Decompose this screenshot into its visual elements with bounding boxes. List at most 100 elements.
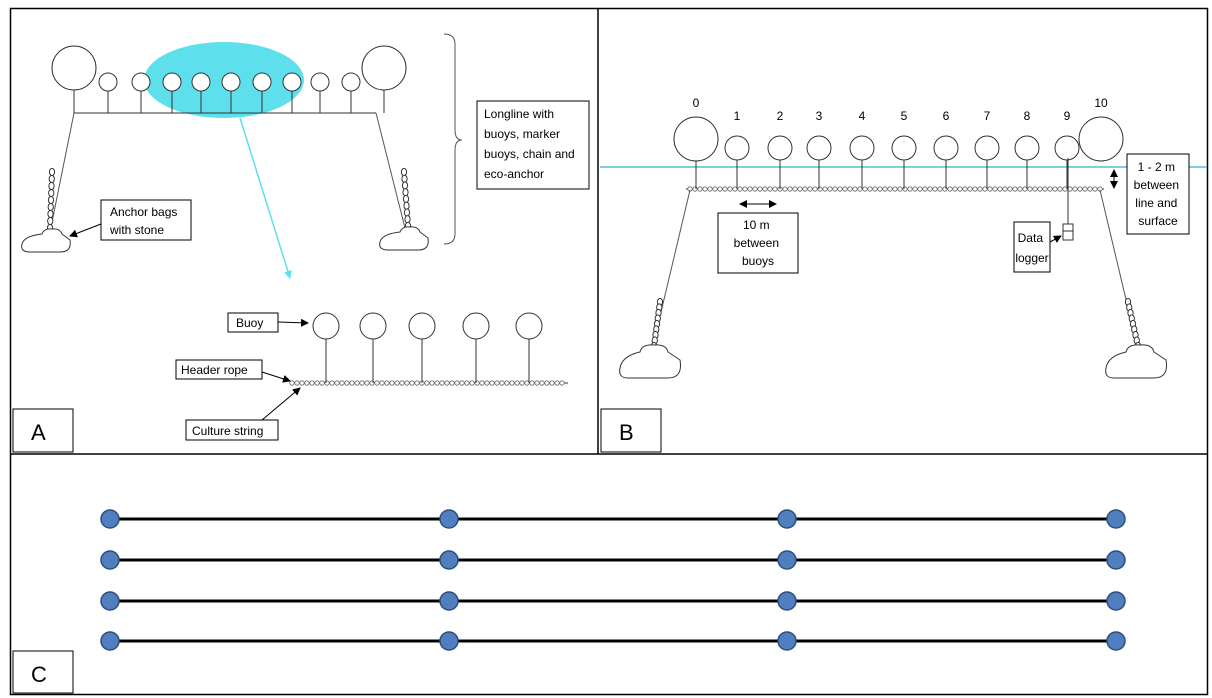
culture-bead <box>842 186 848 192</box>
buoy <box>341 72 361 92</box>
culture-bead <box>917 186 923 192</box>
panel-a: Longline with buoys, marker buoys, chain… <box>12 33 590 453</box>
culture-bead <box>872 186 878 192</box>
culture-bead <box>902 186 908 192</box>
anchor-bag-left <box>21 228 71 253</box>
culture-bead <box>892 186 898 192</box>
culture-bead <box>399 380 405 386</box>
culture-bead <box>787 186 793 192</box>
culture-bead <box>544 380 550 386</box>
chain-link <box>48 167 56 177</box>
culture-bead <box>1012 186 1018 192</box>
culture-bead <box>309 380 315 386</box>
panel-b-anchors <box>619 344 1167 379</box>
culture-bead <box>559 380 565 386</box>
marker-buoy <box>1078 116 1124 162</box>
buoy <box>724 135 750 161</box>
culture-bead <box>852 186 858 192</box>
depth-label-box <box>1126 153 1190 235</box>
culture-bead <box>314 380 320 386</box>
culture-bead <box>862 186 868 192</box>
culture-bead <box>947 186 953 192</box>
culture-bead <box>404 380 410 386</box>
culture-bead <box>554 380 560 386</box>
longline-label-box <box>476 100 590 190</box>
culture-bead <box>494 380 500 386</box>
spacing-label: 10 m between buoys <box>734 218 783 268</box>
buoy <box>252 72 272 92</box>
culture-bead <box>742 186 748 192</box>
buoy <box>1014 135 1040 161</box>
detail-culture-beads <box>289 380 565 386</box>
buoy <box>408 312 436 340</box>
chain-link <box>401 174 408 183</box>
culture-bead <box>927 186 933 192</box>
culture-bead <box>722 186 728 192</box>
culture-bead <box>1037 186 1043 192</box>
buoy <box>162 72 182 92</box>
culture-bead <box>459 380 465 386</box>
culture-bead <box>334 380 340 386</box>
culture-bead <box>364 380 370 386</box>
chain-link <box>48 188 55 198</box>
culture-bead <box>772 186 778 192</box>
culture-bead <box>957 186 963 192</box>
anchor-bag-b-left <box>619 344 681 379</box>
culture-bead <box>509 380 515 386</box>
panel-b-buoys <box>673 116 1124 189</box>
culture-bead <box>967 186 973 192</box>
culture-bead <box>912 186 918 192</box>
culture-bead <box>757 186 763 192</box>
culture-bead <box>812 186 818 192</box>
buoy-number: 2 <box>777 109 784 123</box>
culture-string-arrow <box>261 387 301 421</box>
culture-bead <box>1017 186 1023 192</box>
buoy <box>806 135 832 161</box>
panel-a-anchors <box>21 226 429 253</box>
chain-link <box>403 208 411 217</box>
culture-bead <box>1042 186 1048 192</box>
culture-bead <box>877 186 883 192</box>
culture-bead <box>289 380 295 386</box>
detail-buoys <box>312 312 543 383</box>
figure-frame <box>9 7 1209 696</box>
culture-bead <box>349 380 355 386</box>
culture-bead <box>987 186 993 192</box>
buoy-number: 9 <box>1064 109 1071 123</box>
culture-bead <box>534 380 540 386</box>
panel-a-longline <box>49 112 407 233</box>
culture-bead <box>344 380 350 386</box>
culture-bead <box>294 380 300 386</box>
chain-link <box>404 215 411 224</box>
buoy-node <box>1106 509 1126 529</box>
culture-bead <box>897 186 903 192</box>
header-rope-label-box <box>175 359 263 380</box>
depth-label: 1 - 2 m between line and surface <box>1134 160 1183 228</box>
culture-bead <box>992 186 998 192</box>
buoy <box>515 312 543 340</box>
buoy <box>933 135 959 161</box>
header-rope-arrow <box>261 371 291 383</box>
culture-bead <box>797 186 803 192</box>
culture-bead <box>304 380 310 386</box>
culture-bead <box>1077 186 1083 192</box>
culture-bead <box>827 186 833 192</box>
culture-bead <box>767 186 773 192</box>
culture-bead <box>1027 186 1033 192</box>
culture-bead <box>359 380 365 386</box>
panel-b-letter: B <box>619 420 634 445</box>
culture-bead <box>529 380 535 386</box>
panel-c-letter: C <box>31 662 47 687</box>
culture-bead <box>299 380 305 386</box>
buoy-number: 5 <box>901 109 908 123</box>
chain-link <box>402 188 409 197</box>
panel-b-culture-beads <box>687 186 1103 192</box>
buoy-label: Buoy <box>236 316 263 330</box>
culture-bead <box>907 186 913 192</box>
culture-bead <box>707 186 713 192</box>
buoy-node <box>100 509 120 529</box>
culture-bead <box>1057 186 1063 192</box>
data-logger-icon <box>1062 223 1074 241</box>
